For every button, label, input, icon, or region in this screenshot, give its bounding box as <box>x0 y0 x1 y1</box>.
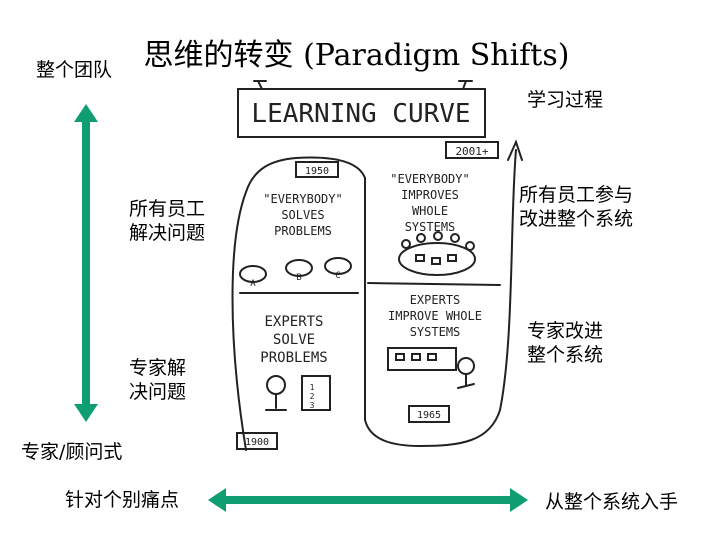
label-expert-consultant: 专家/顾问式 <box>21 441 123 463</box>
expert-head-icon <box>266 375 286 395</box>
sketch-header-box <box>237 88 486 138</box>
group-c-icon <box>324 257 352 275</box>
group-b-icon <box>285 259 313 277</box>
q1965-line: IMPROVE WHOLE <box>388 309 482 323</box>
list-item: 1 <box>310 383 315 392</box>
year-box-1950 <box>295 161 339 178</box>
year-1950: 1950 <box>305 166 329 177</box>
q2001-line: SYSTEMS <box>405 220 456 234</box>
q1965-line: EXPERTS <box>410 293 461 307</box>
label-all-staff-improve: 所有员工参与改进整个系统 <box>519 184 634 230</box>
year-1965: 1965 <box>417 410 441 421</box>
year-1900: 1900 <box>245 437 269 448</box>
label-whole-team: 整个团队 <box>36 59 113 81</box>
label-experts-solve: 专家解决问题 <box>129 357 187 403</box>
label-experts-improve: 专家改进整个系统 <box>527 320 604 366</box>
team-ring-icon <box>398 242 476 276</box>
q1900-line: PROBLEMS <box>260 350 327 366</box>
horizontal-double-arrow <box>208 488 528 512</box>
q1900-line: SOLVE <box>273 332 315 348</box>
label-learning-process: 学习过程 <box>527 89 604 111</box>
label-individual-pain-point: 针对个别痛点 <box>65 489 180 511</box>
q2001-line: IMPROVES <box>401 188 459 202</box>
q1950-line: PROBLEMS <box>274 224 332 238</box>
label-all-staff-solve: 所有员工解决问题 <box>129 198 206 244</box>
year-box-1965 <box>408 405 450 423</box>
q1950-line: "EVERYBODY" <box>263 192 342 206</box>
q1965-line: SYSTEMS <box>410 325 461 339</box>
q2001-line: WHOLE <box>412 204 448 218</box>
expert-figure-icon <box>457 357 475 375</box>
q1900-line: EXPERTS <box>264 314 323 330</box>
group-tag: A <box>250 279 256 289</box>
list-item: 2 <box>310 392 315 401</box>
process-map-icon <box>387 347 457 371</box>
sketch-header-text: LEARNING CURVE <box>251 99 470 129</box>
q2001-line: "EVERYBODY" <box>390 172 469 186</box>
list-item: 3 <box>310 401 315 410</box>
year-box-2001 <box>445 141 499 159</box>
checklist-icon <box>301 375 331 411</box>
vertical-double-arrow <box>74 104 98 422</box>
year-2001: 2001+ <box>455 145 488 158</box>
year-box-1900 <box>236 432 278 450</box>
sketch-learning-curve <box>231 149 517 451</box>
q1950-line: SOLVES <box>281 208 324 222</box>
group-tag: C <box>335 271 340 281</box>
page-title: 思维的转变 (Paradigm Shifts) <box>143 38 570 73</box>
group-a-icon <box>239 265 267 283</box>
label-whole-system: 从整个系统入手 <box>545 491 679 513</box>
group-tag: B <box>296 273 301 283</box>
